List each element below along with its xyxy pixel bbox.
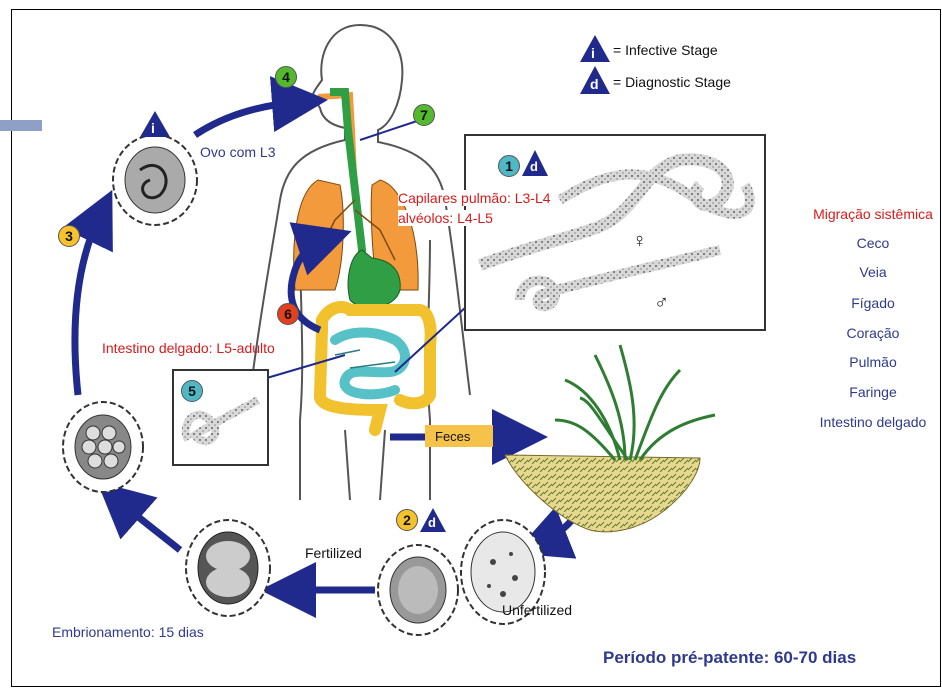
migration-item-ceco: Ceco	[803, 235, 942, 251]
migration-item-faringe: Faringe	[803, 384, 942, 400]
egg-two-cell	[186, 520, 270, 616]
infective-stage-triangle-legend	[580, 35, 610, 62]
label-periodo-pre-patente: Período pré-patente: 60-70 dias	[603, 648, 856, 668]
label-alveolos: alvéolos: L4-L5	[398, 210, 493, 226]
label-ovo-com-l3: Ovo com L3	[200, 144, 275, 160]
legend-infective-label: = Infective Stage	[613, 42, 718, 58]
migration-item-pulmao: Pulmão	[803, 354, 942, 370]
infective-triangle-egg	[140, 111, 170, 137]
migration-item-veia: Veia	[803, 264, 942, 280]
legend-diagnostic-label: = Diagnostic Stage	[613, 74, 731, 90]
step-7-badge: 7	[413, 104, 435, 126]
step-5-badge: 5	[181, 380, 203, 402]
egg-morula	[63, 402, 143, 492]
grass-tuft	[555, 345, 715, 460]
diagnostic-glyph-legend: d	[590, 76, 599, 92]
label-embrionamento: Embrionamento: 15 dias	[52, 624, 204, 640]
infective-glyph-legend: i	[591, 45, 595, 61]
male-symbol: ♂	[654, 292, 669, 315]
label-intestino-delgado: Intestino delgado: L5-adulto	[102, 340, 275, 356]
small-intestine	[335, 333, 405, 395]
label-fertilized: Fertilized	[305, 545, 362, 561]
label-capilares: Capilares pulmão: L3-L4	[398, 190, 551, 206]
migration-item-intestino-delgado: Intestino delgado	[803, 414, 942, 430]
diagnostic-glyph-eggs: d	[428, 515, 436, 530]
diagnostic-glyph-adult: d	[530, 159, 538, 174]
egg-with-l3	[113, 135, 197, 225]
migration-item-figado: Fígado	[803, 295, 942, 311]
label-feces: Feces	[435, 429, 470, 444]
left-lung	[294, 180, 344, 290]
step-4-badge: 4	[275, 66, 297, 88]
step-3-badge: 3	[58, 225, 80, 247]
soil	[505, 455, 700, 532]
migration-item-coracao: Coração	[803, 325, 942, 341]
step-1-badge: 1	[498, 155, 520, 177]
label-unfertilized: Unfertilized	[502, 602, 572, 618]
infective-glyph-egg: i	[151, 120, 155, 136]
step-2-badge: 2	[396, 509, 418, 531]
female-symbol: ♀	[632, 230, 647, 253]
migration-title: Migração sistêmica	[803, 206, 942, 222]
step-6-badge: 6	[277, 303, 299, 325]
egg-fertilized	[378, 545, 458, 635]
